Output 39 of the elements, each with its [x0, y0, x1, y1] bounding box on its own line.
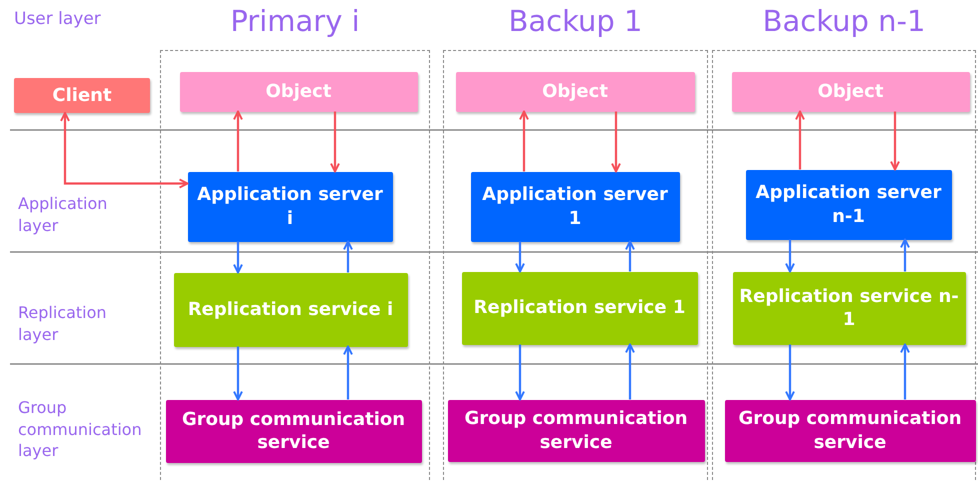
arrow [330, 112, 340, 172]
group-communication-box: Group communication service [448, 400, 704, 462]
object-box: Object [180, 72, 418, 112]
arrow [900, 344, 910, 400]
replication-service-box: Replication service n-1 [732, 272, 966, 344]
object-box: Object [456, 72, 694, 112]
group-communication-box: Group communication service [724, 400, 976, 462]
arrow [625, 240, 635, 272]
client-box: Client [14, 78, 150, 113]
arrow [900, 238, 910, 272]
application-server-box: Application server i [188, 172, 392, 242]
arrow [625, 344, 635, 400]
arrow [515, 344, 525, 400]
application-server-box: Application server n-1 [746, 170, 952, 240]
application-server-box: Application server 1 [470, 172, 680, 242]
replication-service-box: Replication service 1 [462, 272, 698, 344]
replication-service-box: Replication service i [174, 272, 408, 346]
arrow [890, 112, 900, 170]
column-title: Backup n-1 [762, 4, 926, 38]
arrow [60, 112, 188, 188]
layer-label: Replication layer [18, 302, 108, 346]
layer-label: Application layer [18, 193, 108, 236]
arrow [343, 346, 353, 400]
arrow [233, 110, 243, 172]
arrow [515, 242, 525, 272]
arrow [785, 240, 795, 272]
layer-label: Group communication layer [18, 397, 143, 462]
arrow [343, 240, 353, 272]
group-communication-box: Group communication service [166, 400, 422, 462]
arrow [233, 242, 243, 274]
object-box: Object [732, 72, 970, 112]
arrow [795, 110, 805, 170]
arrow [519, 110, 529, 172]
arrow [233, 346, 243, 400]
arrow [611, 112, 621, 172]
layer-label: User layer [14, 8, 102, 31]
arrow [785, 344, 795, 400]
column-title: Primary i [229, 4, 361, 38]
column-title: Backup 1 [508, 4, 644, 38]
